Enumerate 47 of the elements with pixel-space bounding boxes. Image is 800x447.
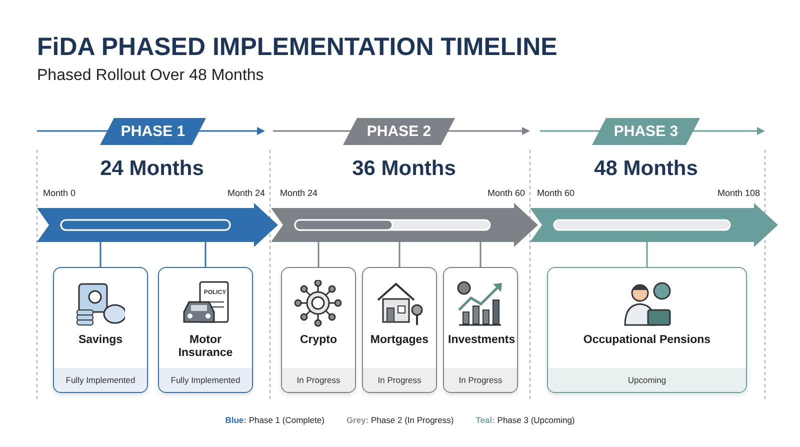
category-title: Investments bbox=[447, 334, 516, 347]
status-strip: In Progress bbox=[282, 368, 355, 392]
legend-key: Grey: bbox=[346, 415, 369, 425]
legend-key: Teal: bbox=[476, 415, 495, 425]
category-title: Savings bbox=[77, 334, 124, 347]
duration-label: 36 Months bbox=[352, 157, 456, 181]
category-card bbox=[281, 267, 356, 393]
month-marker: Month 24 bbox=[280, 188, 318, 198]
title: FiDA PHASED IMPLEMENTATION TIMELINE bbox=[37, 33, 558, 62]
subtitle: Phased Rollout Over 48 Months bbox=[37, 67, 264, 85]
legend-text: Phase 1 (Complete) bbox=[248, 415, 324, 425]
phase-banner: PHASE 3 bbox=[592, 118, 700, 145]
connector-line bbox=[204, 242, 206, 267]
connector-line bbox=[100, 242, 102, 267]
legend-text: Phase 3 (Upcoming) bbox=[496, 415, 575, 425]
status-strip: In Progress bbox=[363, 368, 436, 392]
duration-label: 24 Months bbox=[100, 157, 204, 181]
category-card bbox=[53, 267, 148, 393]
category-title: Motor Insurance bbox=[177, 334, 234, 360]
month-marker: Month 24 bbox=[227, 188, 265, 198]
month-marker: Month 60 bbox=[537, 188, 575, 198]
category-title: Mortgages bbox=[369, 334, 430, 347]
legend-key: Blue: bbox=[225, 415, 246, 425]
connector-line bbox=[398, 242, 400, 267]
status-strip: Fully Implemented bbox=[54, 368, 147, 392]
status-strip: Fully Implemented bbox=[159, 368, 252, 392]
connector-line bbox=[646, 242, 648, 267]
month-marker: Month 0 bbox=[43, 188, 76, 198]
category-card bbox=[158, 267, 253, 393]
status-strip: In Progress bbox=[444, 368, 517, 392]
category-title: Crypto bbox=[298, 334, 338, 347]
phase-banner: PHASE 1 bbox=[100, 118, 206, 145]
timeline-arrow-bar bbox=[271, 203, 538, 247]
month-marker: Month 108 bbox=[717, 188, 760, 198]
status-strip: Upcoming bbox=[548, 368, 746, 392]
category-card bbox=[547, 267, 747, 393]
connector-line bbox=[480, 242, 482, 267]
legend-text: Phase 2 (In Progress) bbox=[370, 415, 454, 425]
timeline-arrow-bar bbox=[37, 203, 278, 247]
phase-banner: PHASE 2 bbox=[343, 118, 455, 145]
category-card bbox=[443, 267, 518, 393]
timeline-arrow-bar bbox=[530, 203, 778, 247]
connector-line bbox=[318, 242, 320, 267]
category-card bbox=[362, 267, 437, 393]
category-title: Occupational Pensions bbox=[582, 334, 712, 347]
duration-label: 48 Months bbox=[594, 157, 698, 181]
month-marker: Month 60 bbox=[487, 188, 525, 198]
